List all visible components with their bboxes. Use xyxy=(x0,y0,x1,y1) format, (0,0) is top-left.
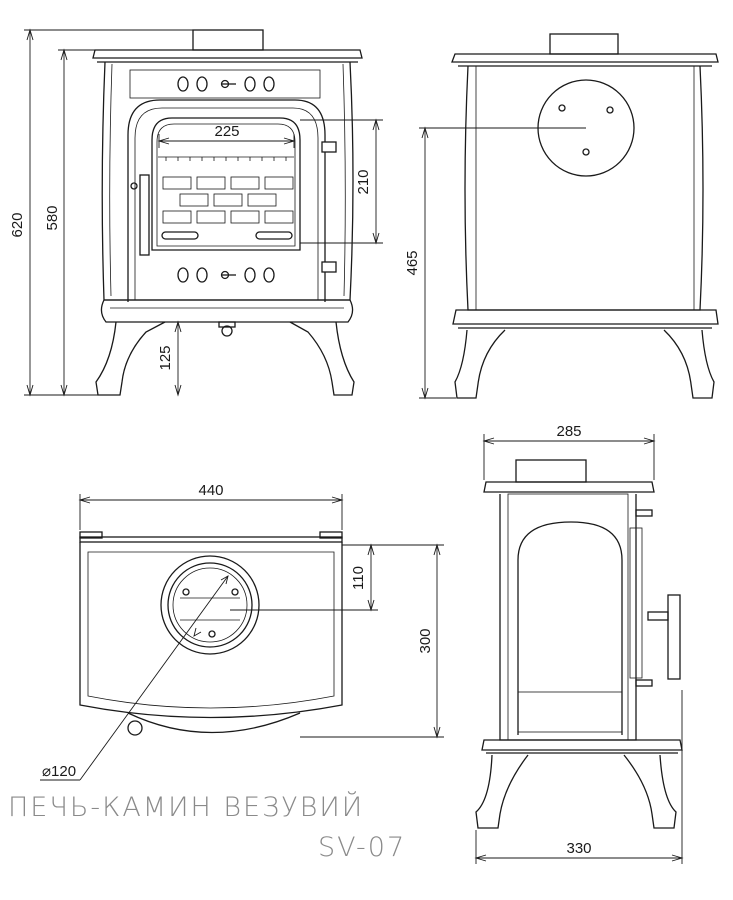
firebricks xyxy=(162,176,294,224)
dimension-labels: 620 580 225 210 125 465 440 300 110 ⌀120… xyxy=(9,123,592,857)
dim-300: 300 xyxy=(417,628,434,653)
grate-teeth xyxy=(165,157,287,161)
dim-225: 225 xyxy=(214,123,239,140)
front-view xyxy=(92,29,363,396)
product-model: SV-07 xyxy=(318,832,407,863)
dim-diameter-120: ⌀120 xyxy=(42,763,76,780)
dim-285: 285 xyxy=(556,423,581,440)
product-name: ПЕЧЬ-КАМИН ВЕЗУВИЙ xyxy=(8,792,365,823)
top-view xyxy=(79,531,343,736)
dim-620: 620 xyxy=(9,212,26,237)
side-view-flue xyxy=(451,33,719,399)
dimension-lines xyxy=(24,28,684,864)
dim-440: 440 xyxy=(198,482,223,499)
dim-210: 210 xyxy=(355,169,372,194)
dim-125: 125 xyxy=(157,345,174,370)
dim-110: 110 xyxy=(350,566,367,590)
dim-465: 465 xyxy=(404,250,421,275)
dim-330: 330 xyxy=(566,840,591,857)
dim-580: 580 xyxy=(44,205,61,230)
side-view-profile xyxy=(475,459,683,829)
